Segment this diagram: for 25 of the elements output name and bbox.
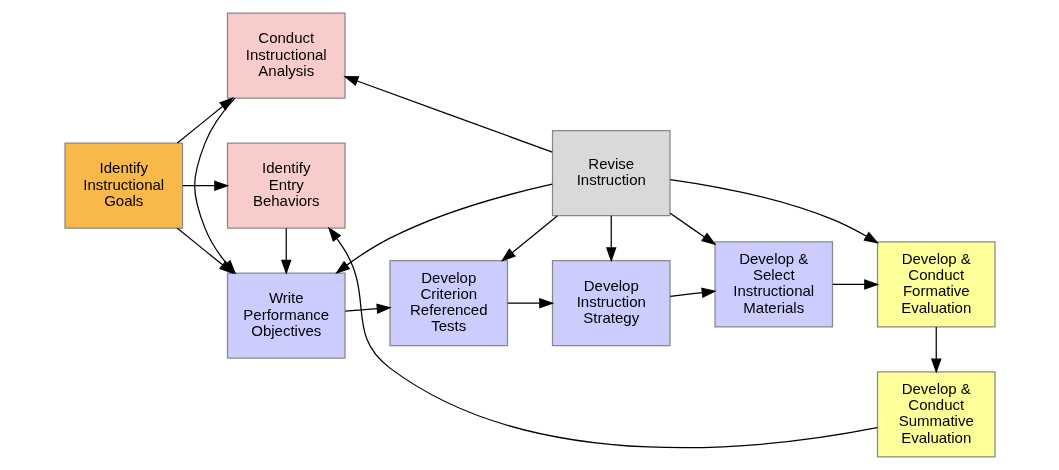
arrow [831,279,879,290]
arrow [930,326,941,374]
arrow [334,183,553,274]
node-box: Identify Instructional Goals [63,142,183,229]
arrow [669,178,879,244]
node-box: Develop & Conduct Formative Evaluation [876,241,996,328]
node-box: Develop Criterion Referenced Tests [388,260,508,347]
node-box: Identify Entry Behaviors [226,142,346,229]
arrow [506,297,554,309]
node-box: Develop & Conduct Summative Evaluation [876,371,996,458]
node-box: Conduct Instructional Analysis [226,12,346,99]
node-box: Revise Instruction [551,130,671,217]
node-box: Write Performance Objectives [226,272,346,359]
arrow [669,287,717,298]
arrow [344,303,392,314]
arrow [327,226,878,449]
node-box: Develop & Select Instructional Materials [713,241,833,328]
arrow [342,76,553,153]
arrow [669,212,716,246]
arrow [500,215,558,262]
arrow [181,180,229,191]
arrow [280,227,291,275]
arrow [176,97,234,144]
arrow [605,215,616,263]
node-box: Develop Instruction Strategy [551,260,671,347]
